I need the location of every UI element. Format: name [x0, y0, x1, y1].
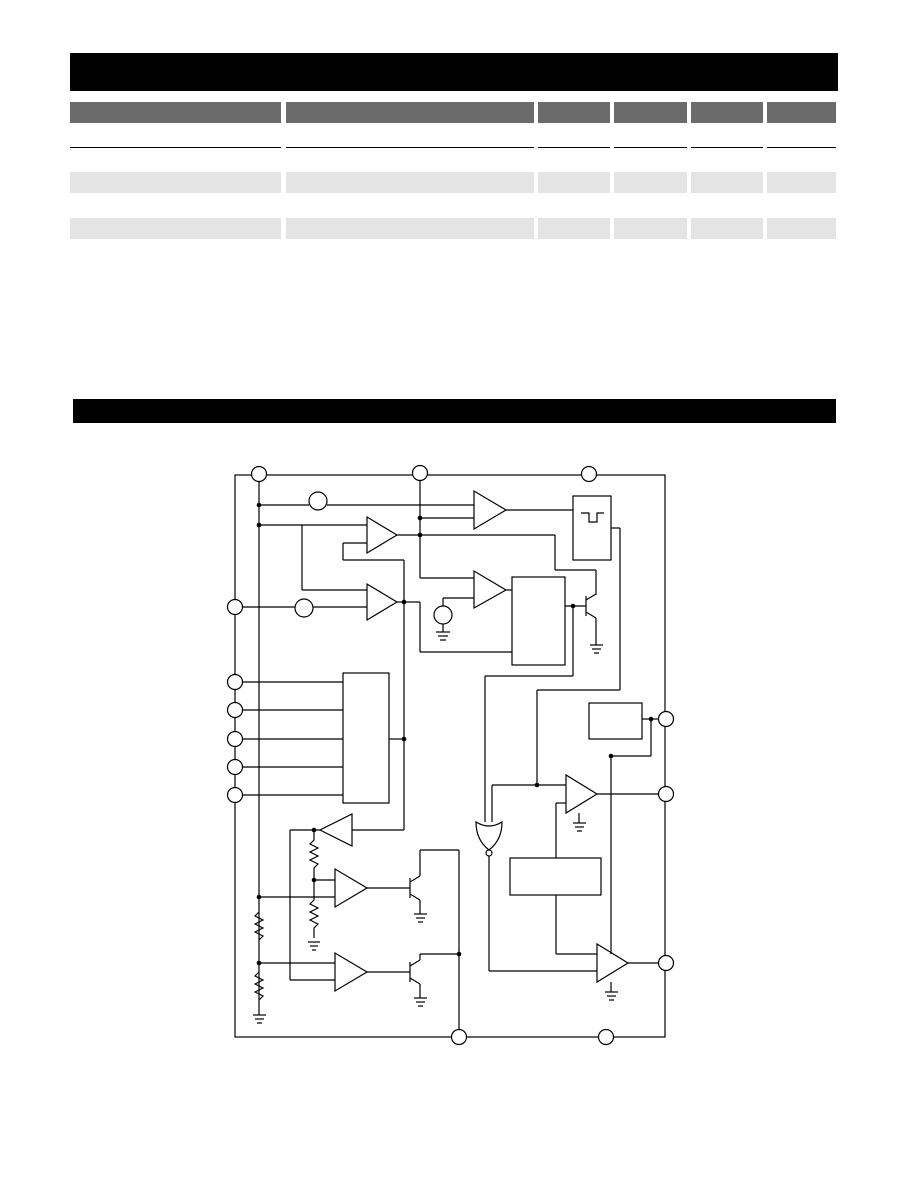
pin-circle	[411, 464, 429, 482]
logic-block	[511, 576, 566, 666]
or-gate-bubble	[485, 849, 493, 857]
pin-circle	[226, 730, 244, 748]
resistor	[253, 971, 265, 1001]
pin-circle	[580, 465, 598, 483]
pin-circle	[226, 673, 244, 691]
logic-block	[342, 672, 390, 804]
table-row-rule	[286, 147, 534, 148]
comparator	[366, 582, 399, 622]
pulse-generator	[572, 495, 612, 561]
logic-block	[588, 702, 643, 740]
table-header-cell	[691, 102, 763, 123]
pin-circle	[657, 785, 675, 803]
table-row-shade	[691, 218, 763, 239]
table-row-shade	[767, 218, 836, 239]
diagram-frame	[234, 474, 666, 1038]
or-gate	[475, 820, 503, 851]
table-row-rule	[767, 147, 836, 148]
table-header-cell	[70, 102, 281, 123]
table-row-rule	[691, 147, 763, 148]
comparator	[334, 951, 369, 993]
comparator	[318, 813, 353, 847]
table-row-shade	[286, 218, 534, 239]
logic-block	[509, 857, 602, 896]
voltage-source	[433, 605, 453, 625]
table-row-rule	[614, 147, 687, 148]
comparator	[473, 489, 508, 531]
table-row-rule	[538, 147, 610, 148]
reference-source	[294, 598, 314, 618]
pin-circle	[250, 465, 268, 483]
pin-circle	[226, 598, 244, 616]
comparator	[596, 942, 630, 984]
pin-circle	[657, 954, 675, 972]
table-row-shade	[767, 172, 836, 193]
section-header-bar	[73, 399, 836, 423]
table-header-cell	[767, 102, 836, 123]
table-row-shade	[286, 172, 534, 193]
comparator	[565, 773, 599, 815]
table-header-cell	[286, 102, 534, 123]
header-bar	[70, 53, 838, 91]
resistor	[253, 911, 265, 941]
resistor	[308, 880, 320, 938]
table-row-shade	[538, 172, 610, 193]
comparator	[473, 569, 508, 610]
pin-circle	[226, 786, 244, 804]
table-row-rule	[70, 147, 281, 148]
pin-circle	[226, 701, 244, 719]
table-row-shade	[614, 172, 687, 193]
table-row-shade	[538, 218, 610, 239]
table-row-shade	[70, 218, 281, 239]
table-row-shade	[614, 218, 687, 239]
table-header-cell	[614, 102, 687, 123]
pin-circle	[226, 758, 244, 776]
comparator	[334, 867, 369, 909]
pin-circle	[657, 710, 675, 728]
table-header-cell	[538, 102, 610, 123]
table-row-shade	[70, 172, 281, 193]
comparator	[366, 515, 399, 555]
pin-circle	[597, 1028, 615, 1046]
table-row-shade	[691, 172, 763, 193]
resistor	[308, 830, 320, 880]
pin-circle	[450, 1028, 468, 1046]
reference-source	[308, 491, 328, 511]
